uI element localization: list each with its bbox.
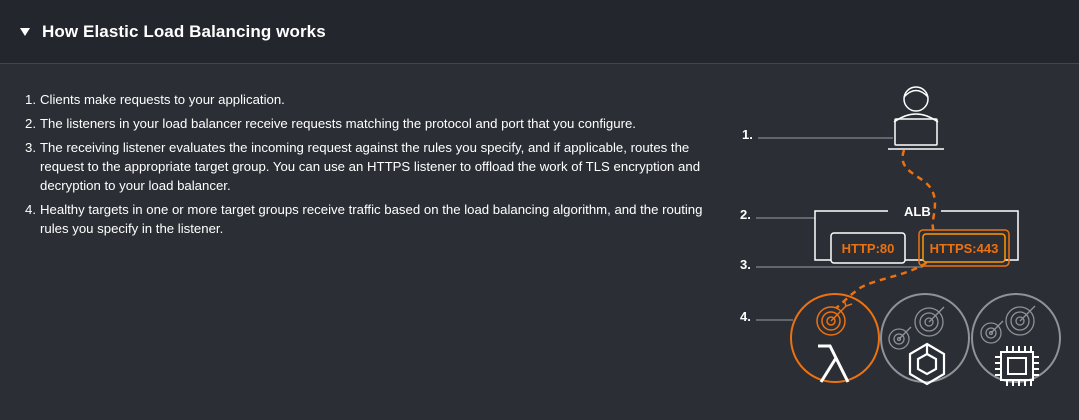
diagram-step-label-2: 2. <box>740 207 751 222</box>
diagram-step-label-3: 3. <box>740 257 751 272</box>
step-text: The receiving listener evaluates the inc… <box>40 140 701 193</box>
step-item: 2. The listeners in your load balancer r… <box>25 114 715 133</box>
step-item: 4. Healthy targets in one or more target… <box>25 200 715 238</box>
section-title: How Elastic Load Balancing works <box>42 21 326 41</box>
lambda-target-icon <box>790 293 880 383</box>
alb-label: ALB <box>904 204 931 219</box>
steps-list: 1. Clients make requests to your applica… <box>25 90 715 243</box>
diagram-step-label-4: 4. <box>740 309 751 324</box>
elb-diagram: 1. 2. 3. 4. ALB HTTP:80 HTTPS:443 <box>740 86 1061 386</box>
caret-down-icon[interactable] <box>20 28 30 36</box>
step-text: Healthy targets in one or more target gr… <box>40 202 703 236</box>
listener-https-label: HTTPS:443 <box>930 241 999 256</box>
alb-box <box>814 210 1019 261</box>
step-text: The listeners in your load balancer rece… <box>40 116 636 131</box>
request-path-dashed <box>835 149 940 310</box>
listener-http-box <box>830 232 906 264</box>
step-item: 3. The receiving listener evaluates the … <box>25 138 715 195</box>
step-item: 1. Clients make requests to your applica… <box>25 90 715 109</box>
diagram-step-label-1: 1. <box>742 127 753 142</box>
user-laptop-icon <box>888 86 944 150</box>
step-number: 2. <box>25 116 36 131</box>
expandable-section-header[interactable]: How Elastic Load Balancing works <box>0 0 1079 64</box>
step-number: 1. <box>25 92 36 107</box>
step-number: 4. <box>25 202 36 217</box>
listener-https-outer <box>918 229 1010 267</box>
step-text: Clients make requests to your applicatio… <box>40 92 285 107</box>
instance-target-icon <box>971 293 1061 386</box>
container-target-icon <box>880 293 970 386</box>
listener-http-label: HTTP:80 <box>842 241 895 256</box>
listener-https-box <box>922 233 1006 263</box>
step-number: 3. <box>25 140 36 155</box>
